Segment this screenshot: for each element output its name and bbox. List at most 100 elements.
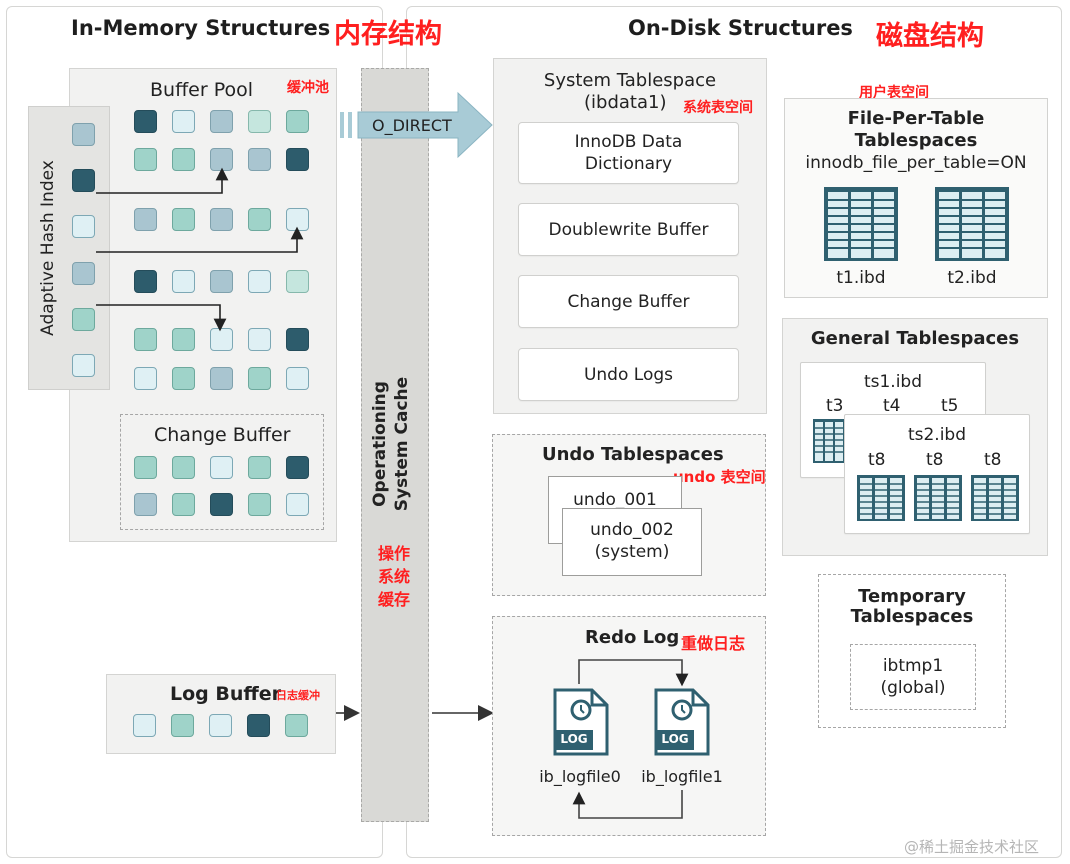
- o-direct-arrow: [340, 91, 493, 159]
- buffer-page: [134, 328, 157, 351]
- hash-entry: [72, 169, 95, 192]
- buffer-page: [134, 367, 157, 390]
- change-buffer-page: [248, 493, 271, 516]
- buffer-page: [172, 148, 195, 171]
- in-memory-title: In-Memory Structures: [71, 16, 331, 40]
- log-icon-text: LOG: [560, 732, 588, 746]
- watermark: @稀土掘金技术社区: [904, 838, 1040, 856]
- disk-change-buffer: Change Buffer: [518, 275, 739, 328]
- undo-001-label: undo_001: [573, 490, 657, 510]
- log-buffer-page: [247, 714, 270, 737]
- change-buffer-page: [210, 456, 233, 479]
- ts1-label: ts1.ibd: [863, 372, 923, 392]
- redo-log-panel: [492, 616, 766, 836]
- buffer-pool-cn: 缓冲池: [287, 80, 329, 96]
- table-icon-t8: [914, 475, 962, 521]
- log-buffer-page: [133, 714, 156, 737]
- hash-entry: [72, 262, 95, 285]
- file-per-table-title: File-Per-Table: [847, 108, 985, 129]
- temporary-tablespaces-title: Temporary: [858, 586, 966, 607]
- buffer-page: [286, 110, 309, 133]
- file-t2-label: t2.ibd: [947, 268, 997, 288]
- general-tablespaces-title: General Tablespaces: [810, 328, 1020, 349]
- buffer-page: [210, 270, 233, 293]
- ts1-table-t4: t4: [883, 396, 901, 416]
- buffer-page: [286, 148, 309, 171]
- innodb-data-dictionary: InnoDB Data Dictionary: [518, 122, 739, 184]
- buffer-page: [248, 328, 271, 351]
- memory-change-buffer: [120, 414, 324, 530]
- ts2-label: ts2.ibd: [907, 425, 967, 445]
- on-disk-title: On-Disk Structures: [628, 16, 853, 40]
- hash-entry: [72, 215, 95, 238]
- hash-entry: [72, 354, 95, 377]
- change-buffer-page: [248, 456, 271, 479]
- buffer-page: [134, 110, 157, 133]
- ibtmp1-label: ibtmp1: [882, 656, 944, 676]
- buffer-page: [286, 328, 309, 351]
- hash-entry: [72, 308, 95, 331]
- log-file-icon: [553, 688, 609, 756]
- buffer-page: [172, 270, 195, 293]
- buffer-pool-title: Buffer Pool: [150, 79, 254, 101]
- buffer-page: [210, 110, 233, 133]
- system-tablespace-title: System Tablespace: [543, 70, 717, 91]
- file-per-table-setting: innodb_file_per_table=ON: [805, 153, 1027, 173]
- buffer-page: [134, 270, 157, 293]
- o-direct-label: O_DIRECT: [372, 116, 452, 135]
- log-buffer-title: Log Buffer: [170, 683, 282, 705]
- table-icon-t8: [971, 475, 1019, 521]
- os-cache-cn-1: 操作: [378, 544, 411, 563]
- table-icon-t8: [857, 475, 905, 521]
- buffer-page: [248, 367, 271, 390]
- hash-entry: [72, 123, 95, 146]
- ib-logfile0-label: ib_logfile0: [539, 767, 621, 786]
- file-per-table-cn: 用户表空间: [859, 85, 929, 101]
- system-tablespace-subtitle: (ibdata1): [584, 92, 667, 113]
- ts2-table-t8-a: t8: [868, 450, 886, 470]
- buffer-page: [134, 208, 157, 231]
- temporary-tablespaces-panel: [818, 574, 1006, 728]
- table-icon-t1: [824, 187, 898, 261]
- buffer-page: [172, 110, 195, 133]
- log-file-icon: [654, 688, 710, 756]
- buffer-page: [286, 270, 309, 293]
- file-t1-label: t1.ibd: [836, 268, 886, 288]
- buffer-page: [172, 367, 195, 390]
- in-memory-cn-title: 内存结构: [334, 19, 442, 50]
- change-buffer-page: [172, 456, 195, 479]
- os-cache-column: [361, 68, 429, 822]
- buffer-page: [172, 208, 195, 231]
- change-buffer-page: [286, 456, 309, 479]
- table-icon-t3: [813, 419, 845, 463]
- buffer-page: [134, 148, 157, 171]
- buffer-page: [248, 208, 271, 231]
- change-buffer-page: [172, 493, 195, 516]
- log-icon-text: LOG: [661, 732, 689, 746]
- buffer-page: [210, 367, 233, 390]
- memory-change-buffer-title: Change Buffer: [154, 424, 291, 446]
- buffer-page: [248, 148, 271, 171]
- change-buffer-page: [134, 456, 157, 479]
- doublewrite-buffer: Doublewrite Buffer: [518, 203, 739, 256]
- os-cache-cn-2: 系统: [378, 567, 411, 586]
- table-icon-t2: [935, 187, 1009, 261]
- buffer-page: [248, 270, 271, 293]
- redo-log-title: Redo Log: [585, 627, 680, 648]
- file-per-table-subtitle: Tablespaces: [854, 130, 978, 151]
- buffer-page: [210, 208, 233, 231]
- ts2-table-t8-c: t8: [984, 450, 1002, 470]
- buffer-page: [172, 328, 195, 351]
- ibtmp1-sublabel: (global): [880, 678, 946, 698]
- log-buffer-page: [285, 714, 308, 737]
- ts1-table-t3: t3: [826, 396, 844, 416]
- buffer-page: [286, 367, 309, 390]
- ibtmp1-box: [850, 644, 976, 710]
- adaptive-hash-index-column: [28, 106, 110, 390]
- undo-002-card: [562, 508, 702, 576]
- undo-tablespaces-title: Undo Tablespaces: [542, 444, 724, 465]
- ts2-table-t8-b: t8: [926, 450, 944, 470]
- system-tablespace-cn: 系统表空间: [683, 100, 753, 116]
